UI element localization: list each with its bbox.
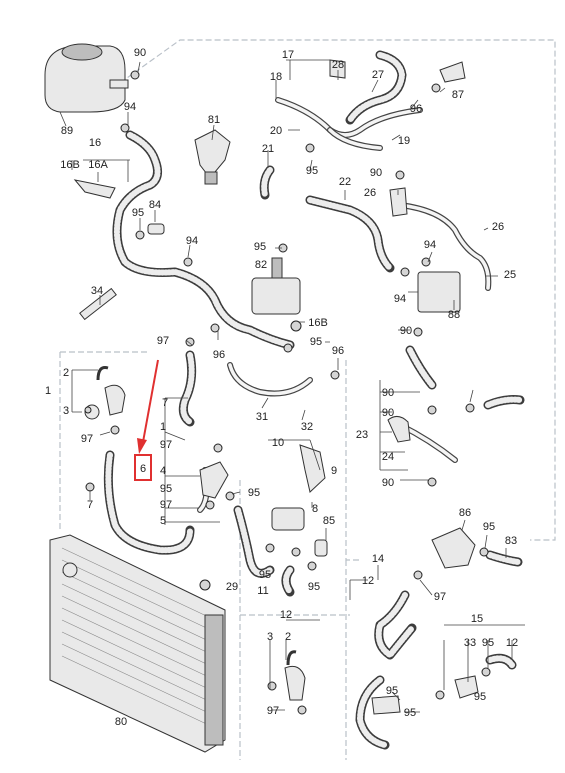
components xyxy=(73,59,479,715)
callout-1: 1 xyxy=(45,385,51,397)
callout-97: 97 xyxy=(267,705,279,717)
highlight-label: 6 xyxy=(140,463,146,475)
callout-16a: 16A xyxy=(88,159,108,171)
callout-2: 2 xyxy=(285,631,291,643)
callout-94: 94 xyxy=(424,239,436,251)
callout-3: 3 xyxy=(63,405,69,417)
callout-7: 7 xyxy=(162,397,168,409)
callout-94: 94 xyxy=(186,235,198,247)
callout-85: 85 xyxy=(323,515,335,527)
callout-5: 5 xyxy=(160,515,166,527)
callout-12: 12 xyxy=(506,637,518,649)
callout-2: 2 xyxy=(63,367,69,379)
callout-26: 26 xyxy=(492,221,504,233)
callout-95: 95 xyxy=(483,521,495,533)
callout-17: 17 xyxy=(282,49,294,61)
callout-90: 90 xyxy=(370,167,382,179)
callout-12: 12 xyxy=(280,609,292,621)
callout-9: 9 xyxy=(331,465,337,477)
callout-24: 24 xyxy=(382,451,394,463)
callout-84: 84 xyxy=(149,199,161,211)
callout-83: 83 xyxy=(505,535,517,547)
callout-29: 29 xyxy=(226,581,238,593)
expansion-tank xyxy=(44,43,129,127)
callout-33: 33 xyxy=(464,637,476,649)
callout-97: 97 xyxy=(434,591,446,603)
callout-95: 95 xyxy=(308,581,320,593)
callout-95: 95 xyxy=(386,685,398,697)
callout-95: 95 xyxy=(248,487,260,499)
callout-95: 95 xyxy=(254,241,266,253)
callout-97: 97 xyxy=(81,433,93,445)
callout-7: 7 xyxy=(87,499,93,511)
callout-95: 95 xyxy=(259,569,271,581)
callout-11: 11 xyxy=(257,585,268,597)
callout-23: 23 xyxy=(356,429,368,441)
callout-90: 90 xyxy=(382,407,394,419)
callout-90: 90 xyxy=(382,387,394,399)
callout-95: 95 xyxy=(132,207,144,219)
callout-95: 95 xyxy=(310,336,322,348)
callout-95: 95 xyxy=(482,637,494,649)
callout-26: 26 xyxy=(364,187,376,199)
callout-97: 97 xyxy=(157,335,169,347)
hose-clamps xyxy=(84,70,491,715)
group-frames xyxy=(59,39,556,760)
callout-88: 88 xyxy=(448,309,460,321)
callout-1: 1 xyxy=(160,421,166,433)
callout-28: 28 xyxy=(332,59,344,71)
callout-18: 18 xyxy=(270,71,282,83)
callout-16b: 16B xyxy=(60,159,80,171)
callout-95: 95 xyxy=(404,707,416,719)
callout-19: 19 xyxy=(398,135,410,147)
callout-80: 80 xyxy=(115,716,127,728)
callout-21: 21 xyxy=(262,143,274,155)
callout-90: 90 xyxy=(134,47,146,59)
callout-12: 12 xyxy=(362,575,374,587)
callout-34: 34 xyxy=(91,285,103,297)
coolant-hoses xyxy=(103,50,525,750)
callout-82: 82 xyxy=(255,259,267,271)
callout-16b: 16B xyxy=(308,317,328,329)
callout-90: 90 xyxy=(382,477,394,489)
callout-32: 32 xyxy=(301,421,313,433)
callout-8: 8 xyxy=(312,503,318,515)
callout-94: 94 xyxy=(394,293,406,305)
callout-90: 90 xyxy=(400,325,412,337)
callout-16: 16 xyxy=(89,137,101,149)
callout-96: 96 xyxy=(410,103,422,115)
callout-95: 95 xyxy=(306,165,318,177)
callout-95: 95 xyxy=(160,483,172,495)
radiator xyxy=(49,534,226,753)
callout-97: 97 xyxy=(160,499,172,511)
callout-4: 4 xyxy=(160,465,166,477)
highlight-annotation: 6 xyxy=(134,359,159,481)
callout-31: 31 xyxy=(256,411,268,423)
callout-89: 89 xyxy=(61,125,73,137)
callout-20: 20 xyxy=(270,125,282,137)
callout-87: 87 xyxy=(452,89,464,101)
callout-86: 86 xyxy=(459,507,471,519)
callout-3: 3 xyxy=(267,631,273,643)
callout-10: 10 xyxy=(272,437,284,449)
callout-95: 95 xyxy=(474,691,486,703)
leader-lines xyxy=(71,59,525,713)
callout-96: 96 xyxy=(213,349,225,361)
callout-22: 22 xyxy=(339,176,351,188)
callout-94: 94 xyxy=(124,101,136,113)
callout-14: 14 xyxy=(372,553,384,565)
callout-96: 96 xyxy=(332,345,344,357)
callout-27: 27 xyxy=(372,69,384,81)
callout-97: 97 xyxy=(160,439,172,451)
callout-25: 25 xyxy=(504,269,516,281)
callout-15: 15 xyxy=(471,613,483,625)
callout-81: 81 xyxy=(208,114,220,126)
